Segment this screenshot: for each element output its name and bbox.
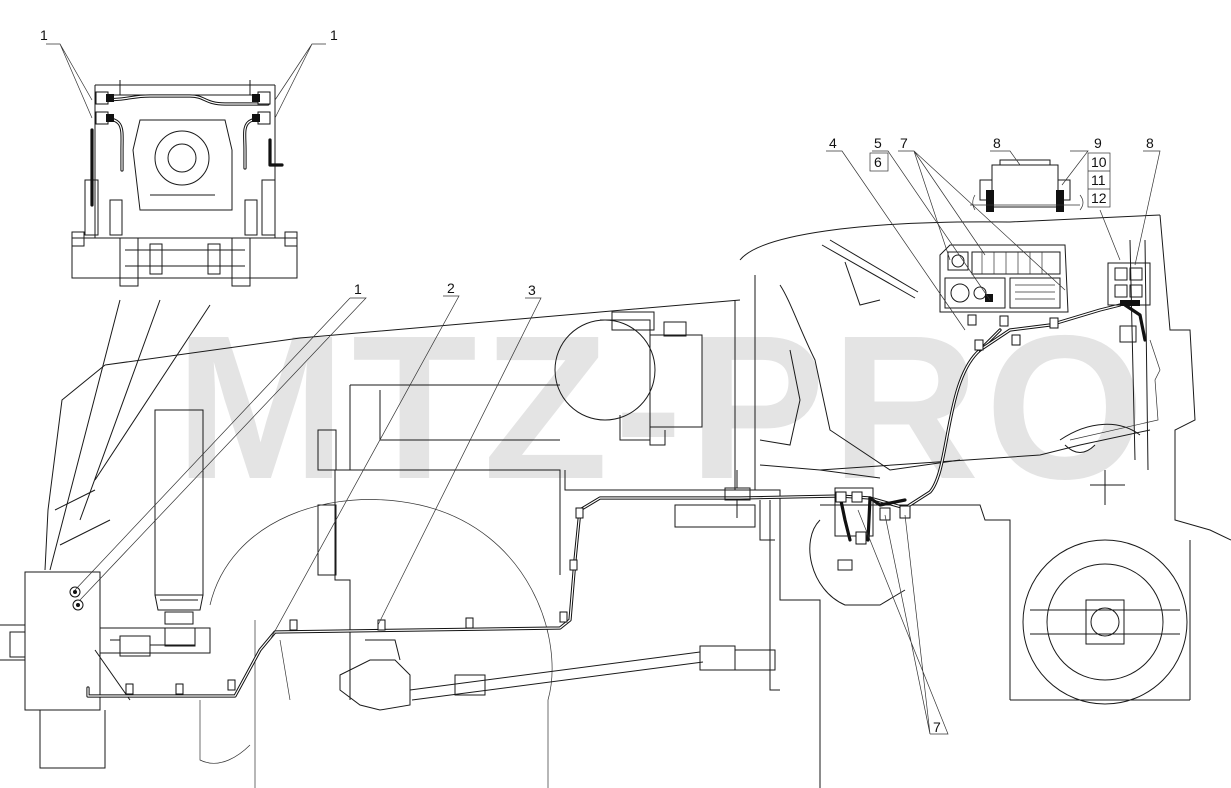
callout-4: 4: [829, 135, 837, 151]
front-axle-inset: [71, 80, 298, 287]
watermark-text: MTZ-PRO: [175, 293, 1151, 522]
callout-10: 10: [1091, 154, 1107, 170]
callout-12: 12: [1091, 190, 1107, 206]
tractor-body-outline: [0, 214, 1231, 788]
callout-labels: 1 1 1 2 3 4 5 6 7 7 8 8 9 10 11 12: [40, 27, 1154, 735]
callout-1-inset-right: 1: [330, 27, 338, 43]
callout-8-left: 8: [993, 135, 1001, 151]
callout-3: 3: [528, 282, 536, 298]
callout-5: 5: [874, 135, 882, 151]
brake-valve-block: [724, 470, 911, 571]
callout-7-top: 7: [900, 135, 908, 151]
brake-chamber-detail: [970, 159, 1084, 212]
callout-7-bottom: 7: [933, 719, 941, 735]
brake-hose-lines: [69, 303, 1161, 698]
callout-2: 2: [447, 280, 455, 296]
callout-leaders: [46, 43, 1161, 735]
callout-11: 11: [1091, 172, 1106, 188]
callout-6: 6: [874, 154, 882, 170]
callout-8-right: 8: [1146, 135, 1154, 151]
callout-1-main: 1: [354, 281, 362, 297]
callout-1-inset-left: 1: [40, 27, 48, 43]
callout-9: 9: [1094, 135, 1102, 151]
